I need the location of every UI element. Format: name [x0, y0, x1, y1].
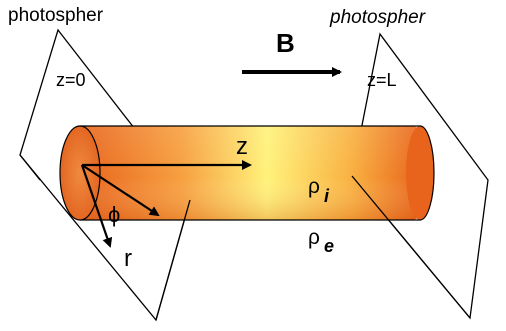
- magnetic-field-label: B: [276, 28, 295, 58]
- density-inside-symbol: ρ: [308, 175, 320, 198]
- r-axis-arrow: [80, 164, 113, 248]
- flux-tube-cross-section: [59, 125, 101, 221]
- coordinate-axes: [80, 160, 252, 248]
- phi-axis-arrow: [81, 164, 160, 217]
- density-outside-subscript: e: [324, 236, 334, 256]
- flux-tube-right-end: [406, 126, 434, 220]
- plane-zl-label: z=L: [367, 70, 397, 90]
- r-label: r: [124, 245, 132, 272]
- plane-z0-label: z=0: [56, 70, 86, 90]
- photosphere-right-label: photospher: [329, 7, 426, 28]
- z-axis-label: z: [236, 133, 248, 160]
- flux-tube: [59, 125, 435, 221]
- phi-label: ϕ: [108, 202, 120, 227]
- density-outside-symbol: ρ: [308, 226, 320, 249]
- photosphere-left-label: photospher: [8, 5, 104, 26]
- density-inside-subscript: i: [324, 186, 330, 206]
- density-outside-label: ρ e: [308, 226, 334, 256]
- density-inside-label: ρ i: [308, 175, 330, 206]
